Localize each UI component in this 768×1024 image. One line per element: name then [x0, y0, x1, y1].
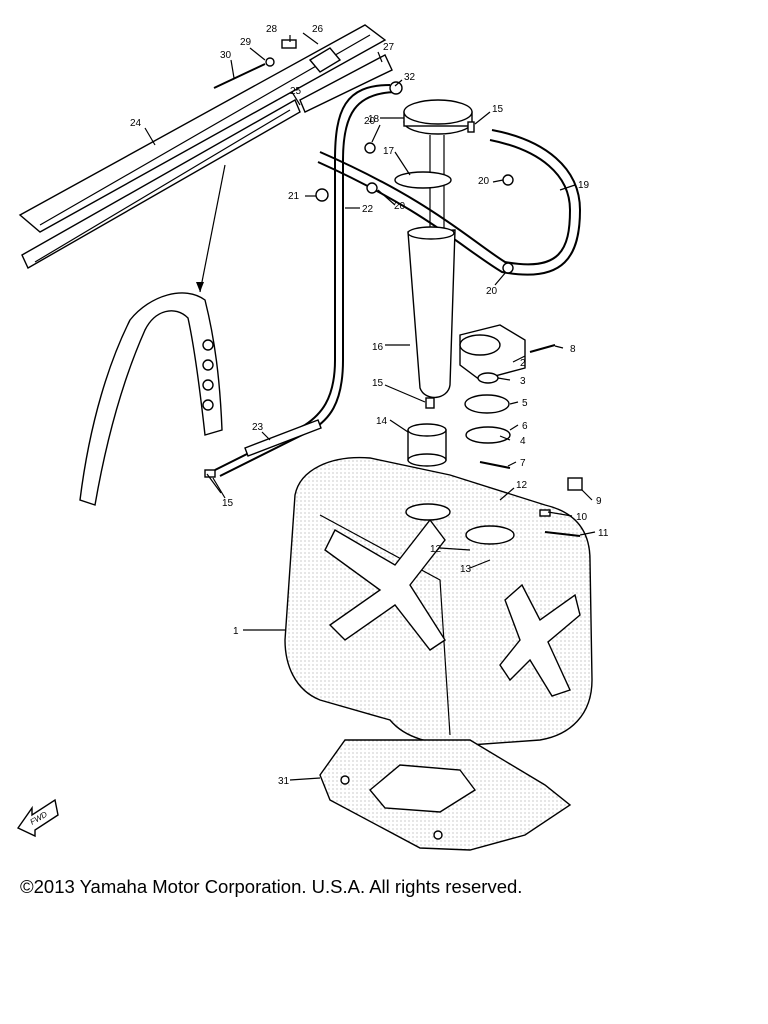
callout-14: 14 [376, 416, 388, 427]
fuel-filter [407, 423, 447, 467]
callout-32: 32 [404, 72, 416, 83]
callout-29: 29 [240, 37, 252, 48]
callout-2: 2 [520, 358, 526, 369]
callout-11: 11 [598, 528, 609, 539]
callout-7: 7 [520, 458, 526, 469]
callout-8: 8 [570, 344, 576, 355]
callout-4: 4 [520, 436, 526, 447]
callout-20a: 20 [364, 116, 376, 127]
callout-9: 9 [596, 496, 602, 507]
fwd-arrow-icon: FWD [16, 798, 59, 838]
fuel-pump [459, 324, 556, 469]
callout-20d: 20 [486, 286, 498, 297]
callout-22: 22 [362, 204, 374, 215]
callout-10: 10 [576, 512, 588, 523]
hose-assembly [204, 84, 399, 478]
callout-12a: 12 [516, 480, 528, 491]
callout-24: 24 [130, 118, 142, 129]
copyright-notice: ©2013 Yamaha Motor Corporation. U.S.A. A… [20, 876, 523, 897]
callout-15a: 15 [372, 378, 384, 389]
leader-lines [144, 32, 596, 781]
callout-1: 1 [233, 626, 239, 637]
callout-5: 5 [522, 398, 528, 409]
callout-17: 17 [383, 146, 395, 157]
callout-19: 19 [578, 180, 590, 191]
fuel-tank [284, 456, 593, 746]
tank-bracket [79, 164, 226, 506]
return-hose [317, 129, 582, 276]
strap-assembly [18, 24, 393, 269]
callout-27: 27 [383, 42, 395, 53]
callout-23: 23 [252, 422, 264, 433]
callout-31: 31 [278, 776, 290, 787]
callout-26: 26 [312, 24, 324, 35]
callout-20b: 20 [478, 176, 490, 187]
callout-16: 16 [372, 342, 384, 353]
callout-6: 6 [522, 421, 528, 432]
callout-28: 28 [266, 24, 278, 35]
callout-15b: 15 [492, 104, 504, 115]
fittings [315, 81, 581, 537]
base-plate [319, 739, 572, 851]
callout-3: 3 [520, 376, 526, 387]
callout-20c: 20 [394, 201, 406, 212]
callout-25: 25 [290, 86, 302, 97]
fuel-sender [394, 99, 473, 399]
callout-13: 13 [460, 564, 472, 575]
parts-diagram: 1 2 3 4 5 6 7 8 9 10 11 12 12 13 14 15 1… [16, 24, 609, 851]
callout-18: 18 [368, 114, 380, 125]
callout-21: 21 [288, 191, 300, 202]
callout-12b: 12 [430, 544, 442, 555]
callout-30: 30 [220, 50, 232, 61]
callout-15c: 15 [222, 498, 234, 509]
